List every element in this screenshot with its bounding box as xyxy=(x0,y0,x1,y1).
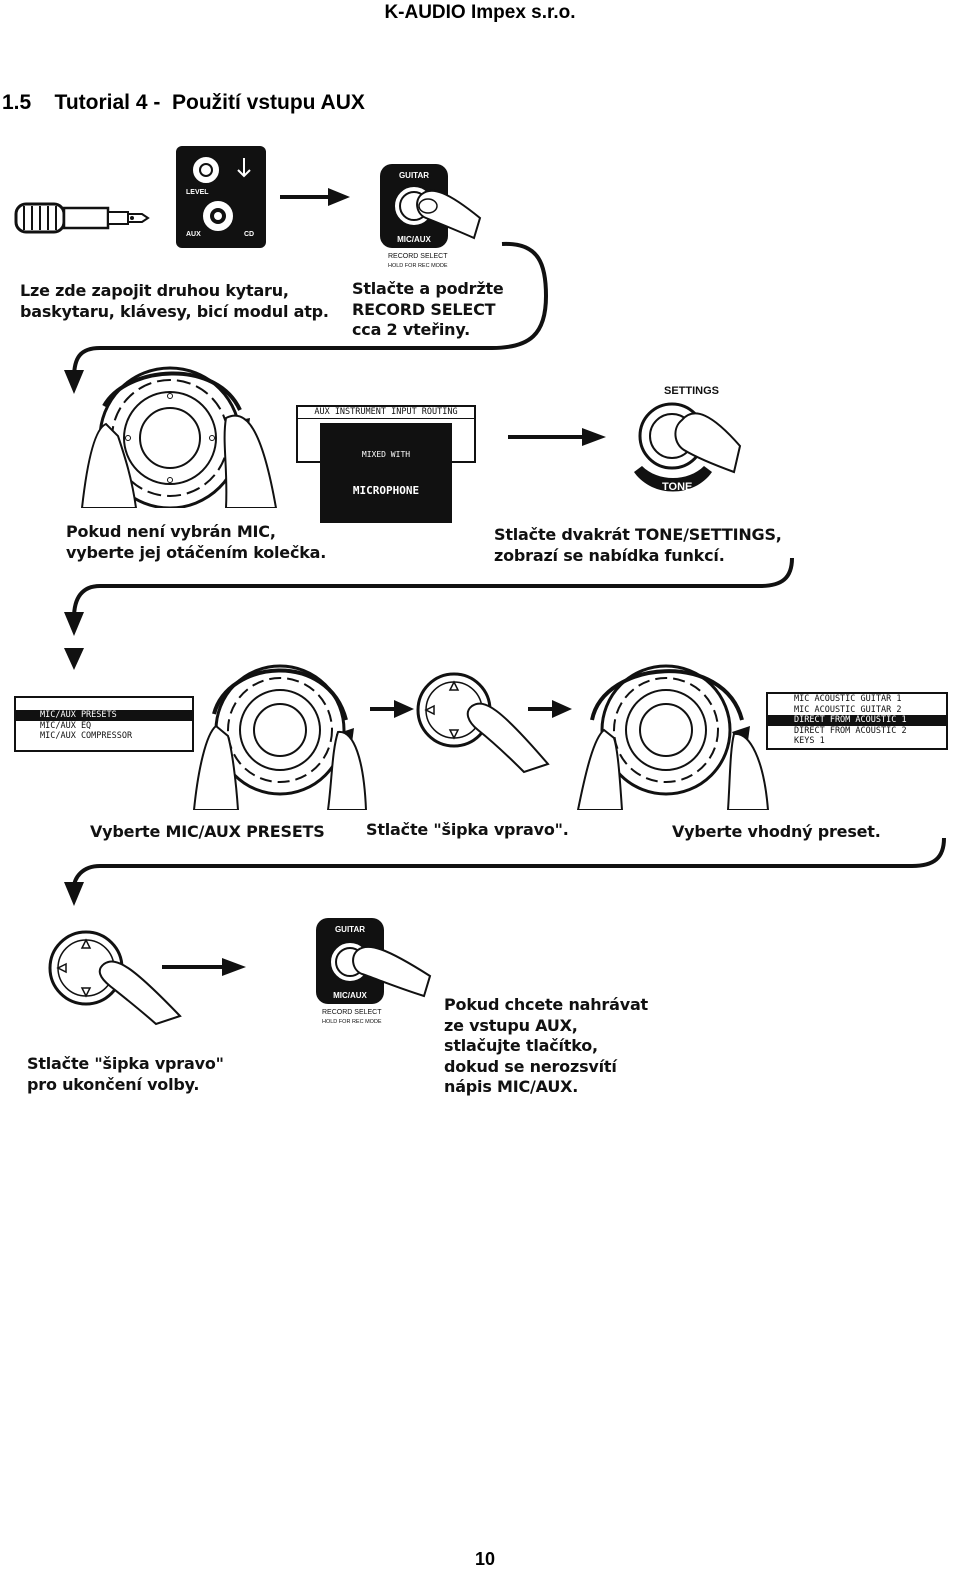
nav-pad-illustration-1 xyxy=(416,672,550,774)
arrow-right-icon xyxy=(370,700,414,718)
aux-input-illustration: LEVEL AUX CD xyxy=(14,146,266,248)
caption-select-preset: Vyberte vhodný preset. xyxy=(672,822,881,841)
caption-hold-record: Stlačte a podržte RECORD SELECT cca 2 vt… xyxy=(352,279,504,339)
page-number: 10 xyxy=(474,1549,496,1569)
record-select-label: RECORD SELECT xyxy=(322,1009,382,1016)
level-label: LEVEL xyxy=(186,189,209,196)
lcd-preset-list: MIC ACOUSTIC GUITAR 1 MIC ACOUSTIC GUITA… xyxy=(766,692,948,750)
lcd-mic-aux-menu: MIC/AUX PRESETS MIC/AUX EQ MIC/AUX COMPR… xyxy=(14,696,194,752)
settings-label: SETTINGS xyxy=(664,385,719,397)
finger-icon xyxy=(416,189,482,240)
caption-select-mic: Pokud není vybrán MIC, vyberte jej otáče… xyxy=(66,522,327,562)
section-title: 1.5 Tutorial 4 - Použití vstupu AUX xyxy=(2,91,365,115)
aux-label: AUX xyxy=(186,231,201,238)
arrow-right-icon xyxy=(528,700,572,718)
flow-connector-1 xyxy=(64,241,549,394)
mic-aux-label: MIC/AUX xyxy=(333,991,367,1000)
hold-rec-mode-label: HOLD FOR REC MODE xyxy=(388,263,448,269)
hand-icon xyxy=(80,414,278,508)
tone-label: TONE xyxy=(662,481,692,493)
arrow-right-icon xyxy=(162,958,246,976)
nav-pad-illustration-2 xyxy=(48,930,182,1026)
arrow-right-icon xyxy=(280,188,350,206)
flow-connector-3 xyxy=(64,837,946,906)
cd-label: CD xyxy=(244,231,254,238)
record-select-label: RECORD SELECT xyxy=(388,253,448,260)
section-title-text: Tutorial 4 - Použití vstupu AUX xyxy=(54,91,365,114)
caption-finish: Stlačte "šipka vpravo" pro ukončení volb… xyxy=(27,1054,224,1094)
caption-record-aux: Pokud chcete nahrávat ze vstupu AUX, stl… xyxy=(444,995,648,1096)
flow-connector-2 xyxy=(64,557,794,670)
caption-plug-in: Lze zde zapojit druhou kytaru, baskytaru… xyxy=(20,281,329,321)
wheel-illustration-1 xyxy=(80,366,278,508)
guitar-label: GUITAR xyxy=(399,171,429,180)
wheel-illustration-3 xyxy=(576,664,770,810)
settings-button-illustration: SETTINGS TONE xyxy=(634,385,742,493)
lcd-input-routing: AUX INSTRUMENT INPUT ROUTING MIXED WITH … xyxy=(296,405,476,523)
caption-press-right: Stlačte "šipka vpravo". xyxy=(366,820,569,839)
wheel-illustration-2 xyxy=(192,664,368,810)
arrow-right-icon xyxy=(508,428,606,446)
caption-select-presets: Vyberte MIC/AUX PRESETS xyxy=(90,822,325,841)
guitar-label: GUITAR xyxy=(335,925,365,934)
jack-plug-icon xyxy=(14,202,150,234)
section-number: 1.5 xyxy=(2,91,32,114)
nav-pad-icon xyxy=(416,672,492,748)
input-panel: LEVEL AUX CD xyxy=(176,146,266,248)
hold-rec-mode-label: HOLD FOR REC MODE xyxy=(322,1019,382,1025)
company-header: K-AUDIO Impex s.r.o. xyxy=(384,2,576,23)
caption-press-tone: Stlačte dvakrát TONE/SETTINGS, zobrazí s… xyxy=(494,525,782,565)
guitar-button-illustration-2: GUITAR MIC/AUX RECORD SELECT HOLD FOR RE… xyxy=(316,918,432,1025)
guitar-button-illustration: GUITAR MIC/AUX RECORD SELECT HOLD FOR RE… xyxy=(380,164,482,269)
mic-aux-label: MIC/AUX xyxy=(397,235,431,244)
